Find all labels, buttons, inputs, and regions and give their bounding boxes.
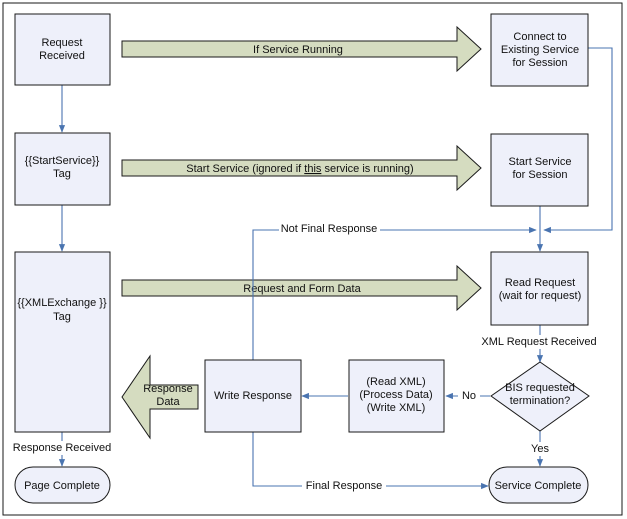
big-arrow-label-post: service is running) bbox=[321, 163, 413, 175]
big-arrow-label-pre: Start Service (ignored if bbox=[186, 163, 304, 175]
big-arrow-label: Request and Form Data bbox=[243, 283, 361, 295]
svg-text:Tag: Tag bbox=[53, 168, 71, 180]
node-connect-existing-service: Connect to Existing Service for Session bbox=[490, 13, 589, 87]
big-arrow-label: If Service Running bbox=[253, 44, 343, 56]
svg-text:Page Complete: Page Complete bbox=[24, 480, 100, 492]
label-bg bbox=[12, 441, 112, 455]
svg-text:BIS requested: BIS requested bbox=[505, 382, 575, 394]
big-arrow-label-emphasis: this bbox=[304, 163, 322, 175]
label-bg bbox=[458, 389, 480, 403]
label-final-response: Final Response bbox=[306, 480, 382, 492]
svg-text:(Write XML): (Write XML) bbox=[367, 402, 425, 414]
svg-text:Read Request: Read Request bbox=[505, 277, 575, 289]
node-read-request: Read Request (wait for request) bbox=[490, 251, 589, 326]
label-bg bbox=[302, 479, 386, 493]
svg-text:{{StartService}}: {{StartService}} bbox=[25, 155, 100, 167]
node-start-service-session: Start Service for Session bbox=[490, 133, 589, 207]
label-xml-request-received: XML Request Received bbox=[481, 336, 596, 348]
svg-text:Service Complete: Service Complete bbox=[495, 480, 582, 492]
svg-text:Tag: Tag bbox=[53, 311, 71, 323]
label-response-received: Response Received bbox=[13, 442, 111, 454]
big-arrow-start-service: Start Service (ignored if this service i… bbox=[121, 144, 482, 192]
svg-text:Received: Received bbox=[39, 50, 85, 62]
svg-text:Write Response: Write Response bbox=[214, 390, 292, 402]
big-arrow-request-form-data: Request and Form Data bbox=[121, 264, 482, 312]
svg-text:for Session: for Session bbox=[512, 169, 567, 181]
node-bis-decision: BIS requested termination? bbox=[490, 361, 590, 432]
connector-write-to-readrequest-loop bbox=[252, 226, 537, 360]
svg-text:Request: Request bbox=[42, 37, 83, 49]
svg-text:Connect to: Connect to bbox=[513, 31, 566, 43]
big-arrow-label: Data bbox=[156, 396, 180, 408]
label-bg bbox=[528, 442, 552, 456]
label-yes: Yes bbox=[531, 443, 549, 455]
svg-text:(Read XML): (Read XML) bbox=[366, 376, 425, 388]
label-no: No bbox=[462, 390, 476, 402]
node-service-complete: Service Complete bbox=[488, 466, 589, 504]
node-request-received: Request Received bbox=[14, 13, 111, 86]
svg-text:(wait for request): (wait for request) bbox=[499, 290, 582, 302]
label-bg bbox=[480, 335, 598, 349]
svg-text:Existing Service: Existing Service bbox=[501, 44, 579, 56]
node-write-response: Write Response bbox=[204, 359, 302, 433]
node-startservice-tag: {{StartService}} Tag bbox=[14, 132, 111, 206]
svg-text:(Process Data): (Process Data) bbox=[359, 389, 432, 401]
svg-text:for Session: for Session bbox=[512, 57, 567, 69]
svg-text:termination?: termination? bbox=[510, 395, 571, 407]
svg-text:{{XMLExchange }}: {{XMLExchange }} bbox=[17, 297, 107, 309]
node-xmlexchange-tag: {{XMLExchange }} Tag bbox=[14, 251, 111, 433]
node-page-complete: Page Complete bbox=[14, 466, 111, 504]
svg-text:Start Service: Start Service bbox=[509, 156, 572, 168]
big-arrow-if-service-running: If Service Running bbox=[121, 25, 482, 73]
connector-connect-to-readrequest bbox=[543, 47, 613, 234]
big-arrow-response-data: Response Data bbox=[121, 354, 199, 440]
connector-write-to-servicecomplete bbox=[252, 432, 489, 490]
big-arrow-label: Start Service (ignored if this service i… bbox=[186, 163, 413, 175]
node-process-xml: (Read XML) (Process Data) (Write XML) bbox=[348, 359, 445, 433]
label-not-final-response: Not Final Response bbox=[281, 223, 378, 235]
big-arrow-label: Response bbox=[143, 383, 193, 395]
label-bg bbox=[279, 222, 380, 236]
